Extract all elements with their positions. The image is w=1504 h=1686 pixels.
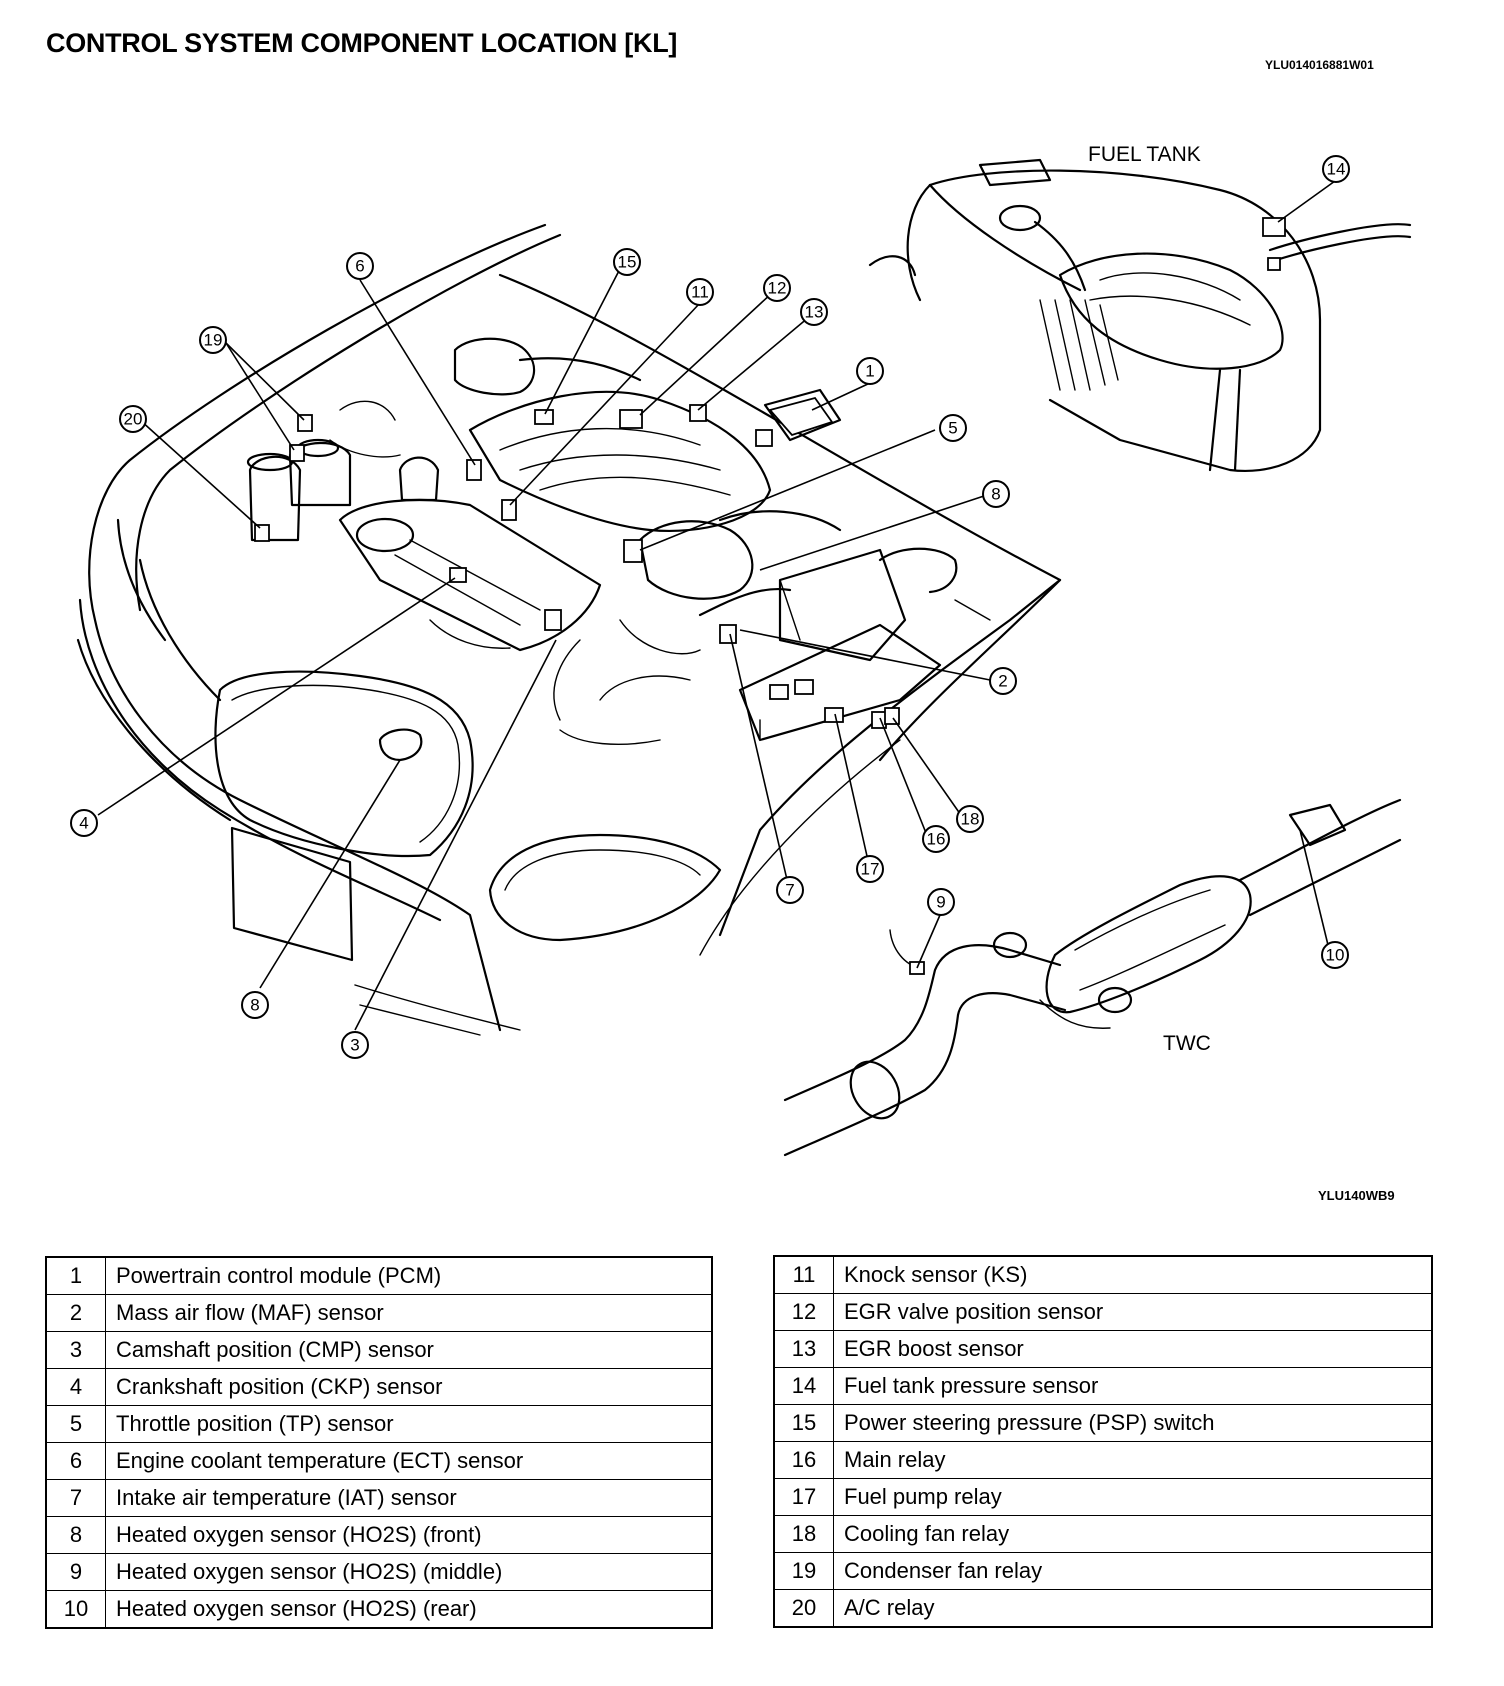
callout-4: 4 [70,809,98,837]
svg-text:7: 7 [785,881,794,900]
svg-text:2: 2 [998,672,1007,691]
svg-text:8: 8 [991,485,1000,504]
callout-11: 11 [686,278,714,306]
svg-text:17: 17 [861,860,880,879]
svg-text:12: 12 [768,279,787,298]
svg-text:18: 18 [961,810,980,829]
svg-text:15: 15 [618,253,637,272]
callout-18: 18 [956,805,984,833]
leader-lines [97,180,1336,1031]
component-diagram: FUEL TANK TWC 1 2 3 4 5 6 7 8 8 9 10 11 … [70,143,1412,1157]
svg-text:14: 14 [1327,160,1346,179]
component-parts [254,404,900,729]
svg-text:19: 19 [204,331,223,350]
fuel-tank-drawing [868,158,1412,472]
callout-20: 20 [119,405,147,433]
callout-6: 6 [346,252,374,280]
callout-10: 10 [1321,941,1349,969]
callout-14: 14 [1322,155,1350,183]
callout-13: 13 [800,298,828,326]
callout-9: 9 [927,888,955,916]
svg-text:6: 6 [355,257,364,276]
svg-text:13: 13 [805,303,824,322]
document-code: YLU014016881W01 [1265,58,1374,72]
callout-19: 19 [199,326,227,354]
svg-text:8: 8 [250,996,259,1015]
callout-8-lower: 8 [241,991,269,1019]
callout-8-upper: 8 [982,480,1010,508]
callout-7: 7 [776,876,804,904]
callout-15: 15 [613,248,641,276]
callout-5: 5 [939,414,967,442]
svg-text:4: 4 [79,814,88,833]
callout-12: 12 [763,274,791,302]
svg-text:20: 20 [124,410,143,429]
callout-2: 2 [989,667,1017,695]
svg-text:5: 5 [948,419,957,438]
callout-17: 17 [856,855,884,883]
engine-drawing [246,337,991,762]
vehicle-body-drawing [76,223,1062,1036]
figure-code: YLU140WB9 [1318,1188,1395,1203]
svg-text:10: 10 [1326,946,1345,965]
callout-1: 1 [856,357,884,385]
page-title: CONTROL SYSTEM COMPONENT LOCATION [KL] [46,28,678,58]
callout-16: 16 [922,825,950,853]
twc-label: TWC [1163,1032,1211,1055]
exhaust-drawing [783,798,1402,1157]
svg-text:11: 11 [691,283,709,302]
svg-text:16: 16 [927,830,946,849]
svg-text:1: 1 [865,362,874,381]
callout-3: 3 [341,1031,369,1059]
svg-text:9: 9 [936,893,945,912]
svg-text:3: 3 [350,1036,359,1055]
fuel-tank-label: FUEL TANK [1088,143,1201,166]
